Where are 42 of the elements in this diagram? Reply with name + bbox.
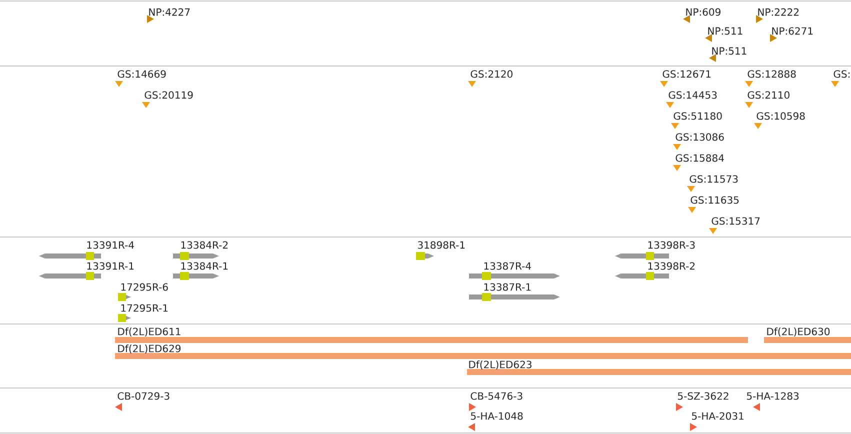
feature-label: 5-HA-1283 — [746, 392, 799, 400]
feature-label: GS:14453 — [668, 91, 717, 99]
feature-label: GS:11573 — [690, 175, 738, 183]
feature-label: NP:511 — [708, 27, 742, 35]
feature-label: CB-0729-3 — [118, 392, 170, 400]
feature-label: CB-5476-3 — [470, 392, 522, 400]
feature-label: NP:609 — [686, 8, 720, 16]
feature-label: GS:14669 — [118, 70, 166, 78]
feature-label: 31898R-1 — [418, 241, 465, 249]
feature-label: GS:51180 — [674, 112, 722, 120]
feature-label: GS:10598 — [756, 112, 805, 120]
feature-label: GS:15884 — [676, 154, 724, 162]
feature-label: 17295R-1 — [121, 304, 168, 312]
feature-label: NP:6271 — [772, 27, 813, 35]
feature-label: 5-SZ-3622 — [678, 392, 728, 400]
feature-label: Df(2L)ED630 — [767, 328, 830, 336]
feature-label: NP:2222 — [758, 8, 799, 16]
feature-label: 13398R-2 — [648, 262, 695, 270]
feature-label: GS: — [834, 70, 850, 78]
feature-label: GS:15317 — [712, 217, 760, 225]
feature-label: NP:4227 — [149, 8, 190, 16]
feature-label: Df(2L)ED623 — [469, 360, 532, 370]
feature-label: Df(2L)ED611 — [118, 328, 180, 336]
feature-label: GS:20119 — [144, 91, 193, 99]
feature-label: 13387R-4 — [484, 262, 531, 270]
feature-label: 5-HA-2031 — [692, 412, 744, 420]
feature-label: 13398R-3 — [648, 241, 695, 249]
feature-label: 5-HA-1048 — [470, 412, 523, 420]
feature-label: GS:2120 — [470, 70, 512, 78]
feature-label: GS:13086 — [676, 133, 724, 141]
feature-label: GS:2110 — [748, 91, 790, 99]
feature-label: 13391R-4 — [87, 241, 134, 249]
feature-label: 13384R-1 — [181, 262, 228, 270]
feature-label: 13384R-2 — [181, 241, 228, 249]
feature-label: GS:11635 — [690, 196, 739, 204]
feature-label: Df(2L)ED629 — [118, 344, 181, 354]
feature-label: 13387R-1 — [484, 283, 531, 291]
feature-label: 13391R-1 — [87, 262, 134, 270]
feature-label: GS:12888 — [748, 70, 796, 78]
feature-label: 17295R-6 — [121, 283, 168, 291]
feature-label: NP:511 — [712, 47, 746, 55]
feature-label: GS:12671 — [662, 70, 711, 78]
